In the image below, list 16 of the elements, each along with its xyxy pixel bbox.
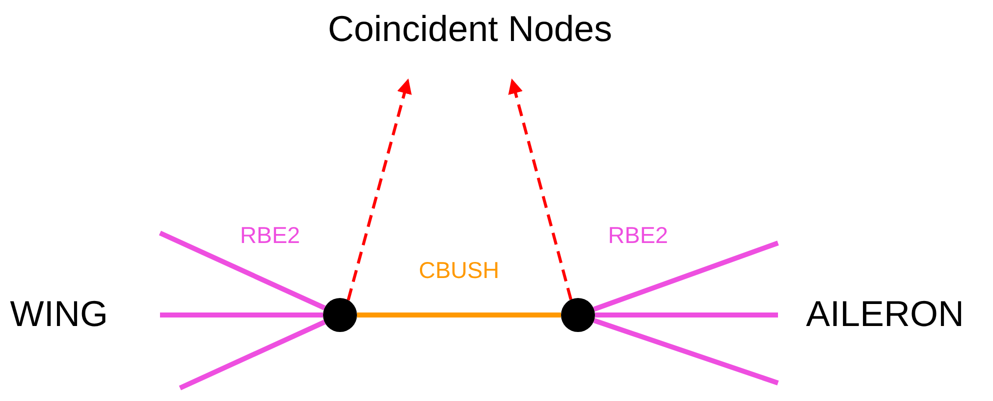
connector-line <box>160 312 323 318</box>
connector-line <box>595 312 778 318</box>
node-dot <box>561 298 595 332</box>
node-title: Coincident Nodes <box>270 8 670 80</box>
node-dot <box>323 298 357 332</box>
part-label: RBE2 <box>240 222 300 249</box>
connector-line <box>178 320 326 390</box>
dashed-arrow <box>508 78 572 300</box>
part-label: RBE2 <box>608 222 668 249</box>
connector-line <box>593 318 779 386</box>
part-label: AILERON <box>806 293 964 335</box>
connector-line <box>593 240 779 312</box>
dashed-arrow <box>346 78 412 301</box>
connector-line <box>357 312 561 318</box>
connector-line <box>158 230 326 310</box>
part-label: WING <box>10 293 108 335</box>
